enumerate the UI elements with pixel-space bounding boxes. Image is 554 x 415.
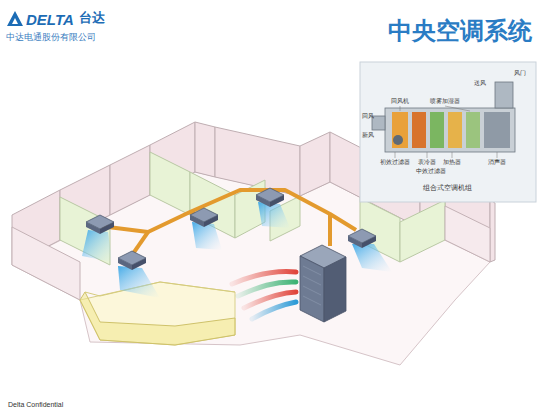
air-flow: [352, 244, 392, 272]
inset-caption: 组合式空调机组: [423, 184, 472, 192]
part-label: 新风: [362, 132, 374, 139]
duct: [328, 214, 332, 246]
coil-section: [430, 112, 444, 148]
part-label: 初效过滤器: [380, 159, 410, 166]
fan: [393, 135, 403, 145]
air-arrow: [232, 272, 296, 320]
wall: [300, 132, 330, 196]
part-label: 风门: [514, 70, 526, 77]
outdoor-grille: [303, 266, 321, 275]
air-flow: [258, 202, 290, 228]
part-label: 表冷器: [418, 159, 436, 166]
indoor-unit: [348, 236, 362, 248]
leader-line: [395, 152, 396, 158]
indoor-unit: [86, 188, 376, 270]
air-flow: [82, 230, 112, 262]
silencer-section: [484, 112, 510, 148]
air-arrow: [252, 302, 296, 319]
leader-line: [452, 152, 453, 158]
logo-wordmark: 台达: [79, 11, 105, 26]
glass-wall: [80, 292, 235, 345]
outdoor-unit: [324, 257, 346, 322]
air-handling-unit: [385, 108, 515, 152]
indoor-unit: [100, 222, 114, 234]
leader-line: [497, 152, 498, 158]
part-label: 喷雾加湿器: [430, 98, 460, 105]
partition: [150, 152, 190, 215]
footer-note: Delta Confidential: [8, 401, 63, 409]
wall: [110, 145, 150, 215]
outdoor-grille: [303, 296, 321, 305]
part-label: 送风: [474, 80, 486, 87]
wall: [195, 122, 215, 177]
glass-wall: [85, 282, 235, 296]
outdoor-unit: [300, 256, 324, 322]
logo-triangle: [12, 18, 18, 24]
indoor-unit: [118, 258, 132, 270]
indoor-unit: [190, 215, 204, 227]
wall: [12, 206, 490, 300]
indoor-unit: [132, 258, 146, 270]
company-name: 中达电通股份有限公司: [6, 32, 96, 42]
heater-section: [448, 112, 462, 148]
part-label: 消声器: [488, 159, 506, 166]
air-handling-unit: [372, 82, 515, 152]
leader-line: [400, 106, 401, 111]
wall: [12, 227, 80, 300]
indoor-unit: [86, 222, 100, 234]
outdoor-grille: [303, 276, 321, 285]
filter-section: [392, 112, 408, 148]
slide-title: 中央空调系统: [388, 18, 532, 46]
humidifier-section: [466, 112, 480, 148]
part-label: 加热器: [443, 159, 461, 166]
duct: [100, 190, 356, 232]
supply-duct: [495, 82, 513, 108]
glass-room: [80, 282, 235, 345]
part-label: 回风: [362, 113, 374, 120]
leader-line: [395, 106, 497, 158]
indoor-unit: [362, 236, 376, 248]
indoor-unit: [270, 195, 284, 207]
outdoor-unit: [300, 245, 346, 322]
leader-line: [427, 152, 428, 158]
indoor-unit: [256, 195, 270, 207]
wall: [490, 200, 495, 262]
inset-photo: [360, 62, 536, 202]
indoor-unit: [204, 215, 218, 227]
wall: [445, 206, 490, 262]
part-label: 回风机: [391, 98, 409, 105]
air-flow: [118, 266, 160, 298]
logo-wordmark: DELTA: [26, 11, 74, 28]
logo-triangle: [7, 11, 23, 26]
coil-section: [412, 112, 426, 148]
leader-line: [445, 106, 470, 111]
part-label: 中效过滤器: [416, 168, 446, 175]
air-flow: [192, 222, 222, 250]
outdoor-grille: [303, 286, 321, 295]
partition: [400, 200, 445, 262]
outdoor-grille: [303, 266, 321, 305]
